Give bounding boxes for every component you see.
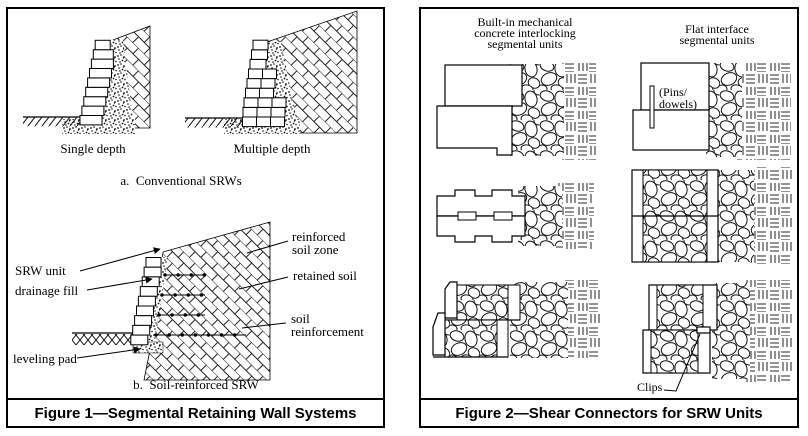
- label-multiple-depth: Multiple depth: [233, 141, 311, 156]
- unit-flat-pins: [632, 60, 791, 160]
- label-pins-dowels: (Pins/dowels): [659, 85, 697, 111]
- pin-dowel: [649, 85, 655, 129]
- label-retained-soil: retained soil: [293, 268, 357, 283]
- multiple-depth-wall: [185, 10, 358, 134]
- single-depth-wall: [23, 25, 151, 134]
- figure2-panel: Figure 2—Shear Connectors for SRW Units: [419, 7, 799, 428]
- unit-lipped-hollow: [432, 280, 600, 358]
- caption-conventional-srws: a. Conventional SRWs: [120, 173, 242, 188]
- soil-reinforced-wall: [72, 221, 289, 381]
- leader-lines: [76, 240, 289, 359]
- label-leveling-pad: leveling pad: [13, 351, 77, 366]
- figure2-title: Figure 2—Shear Connectors for SRW Units: [421, 398, 797, 426]
- soil-reinforcement-lines: [154, 273, 248, 337]
- label-srw-unit: SRW unit: [15, 263, 66, 278]
- unit-lip-interlock: [436, 62, 596, 160]
- figure2-drawing: [432, 60, 792, 392]
- unit-hollow-core: [631, 167, 792, 265]
- figure1-title: Figure 1—Segmental Retaining Wall System…: [8, 398, 383, 426]
- clip-connector: [696, 326, 711, 334]
- unit-clips: [642, 280, 792, 392]
- clips-leader-line: [663, 333, 701, 392]
- label-single-depth: Single depth: [60, 141, 126, 156]
- caption-soil-reinforced-srw: b. Soil-reinforced SRW: [133, 377, 259, 392]
- unit-tongue-groove: [436, 183, 594, 249]
- label-clips: Clips: [637, 380, 663, 394]
- label-drainage-fill: drainage fill: [15, 283, 79, 298]
- figure1-panel: Figure 1—Segmental Retaining Wall System…: [6, 7, 385, 428]
- figure1-drawing: [23, 10, 358, 381]
